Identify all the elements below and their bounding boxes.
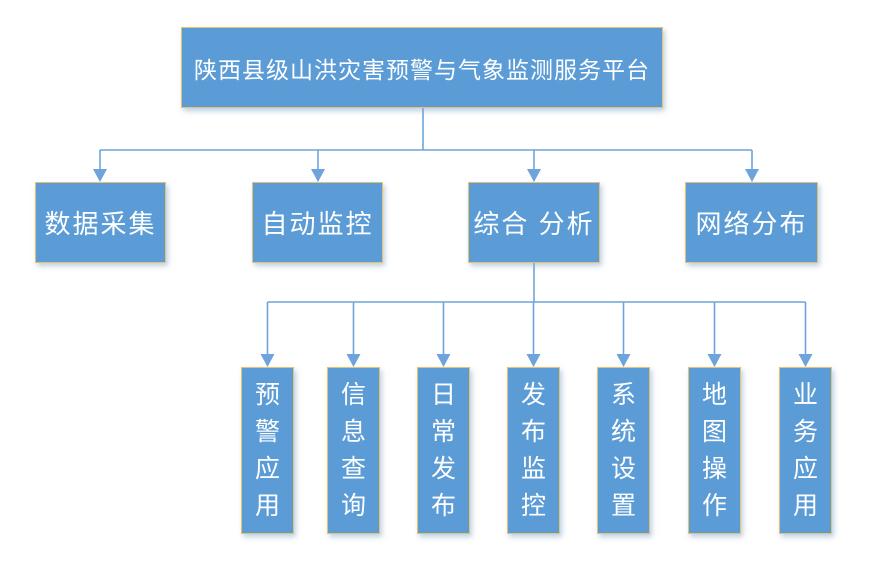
node-label: 网络分布 bbox=[695, 209, 808, 239]
node-root-platform: 陕西县级山洪灾害预警与气象监测服务平台 bbox=[181, 27, 663, 108]
node-label: 自动监控 bbox=[261, 209, 374, 239]
node-comprehensive-analysis: 综合 分析 bbox=[468, 182, 600, 263]
node-system-settings: 系统设置 bbox=[597, 367, 650, 534]
node-root-label: 陕西县级山洪灾害预警与气象监测服务平台 bbox=[194, 56, 650, 83]
node-label: 综合 分析 bbox=[473, 209, 595, 239]
node-release-monitoring: 发布监控 bbox=[507, 367, 560, 534]
node-data-collection: 数据采集 bbox=[35, 182, 166, 263]
node-label: 发布监控 bbox=[520, 380, 546, 520]
node-business-application: 业务应用 bbox=[779, 367, 832, 534]
node-daily-release: 日常发布 bbox=[417, 367, 470, 534]
node-network-distribution: 网络分布 bbox=[685, 182, 818, 263]
node-auto-monitoring: 自动监控 bbox=[252, 182, 383, 263]
node-label: 预警应用 bbox=[254, 380, 280, 520]
node-label: 业务应用 bbox=[792, 380, 818, 520]
node-info-query: 信息查询 bbox=[327, 367, 380, 534]
node-label: 地图操作 bbox=[701, 380, 727, 520]
node-label: 系统设置 bbox=[610, 380, 636, 520]
node-map-operations: 地图操作 bbox=[688, 367, 741, 534]
node-label: 数据采集 bbox=[44, 209, 157, 239]
node-label: 日常发布 bbox=[430, 380, 456, 520]
node-warning-application: 预警应用 bbox=[241, 367, 294, 534]
node-label: 信息查询 bbox=[340, 380, 366, 520]
